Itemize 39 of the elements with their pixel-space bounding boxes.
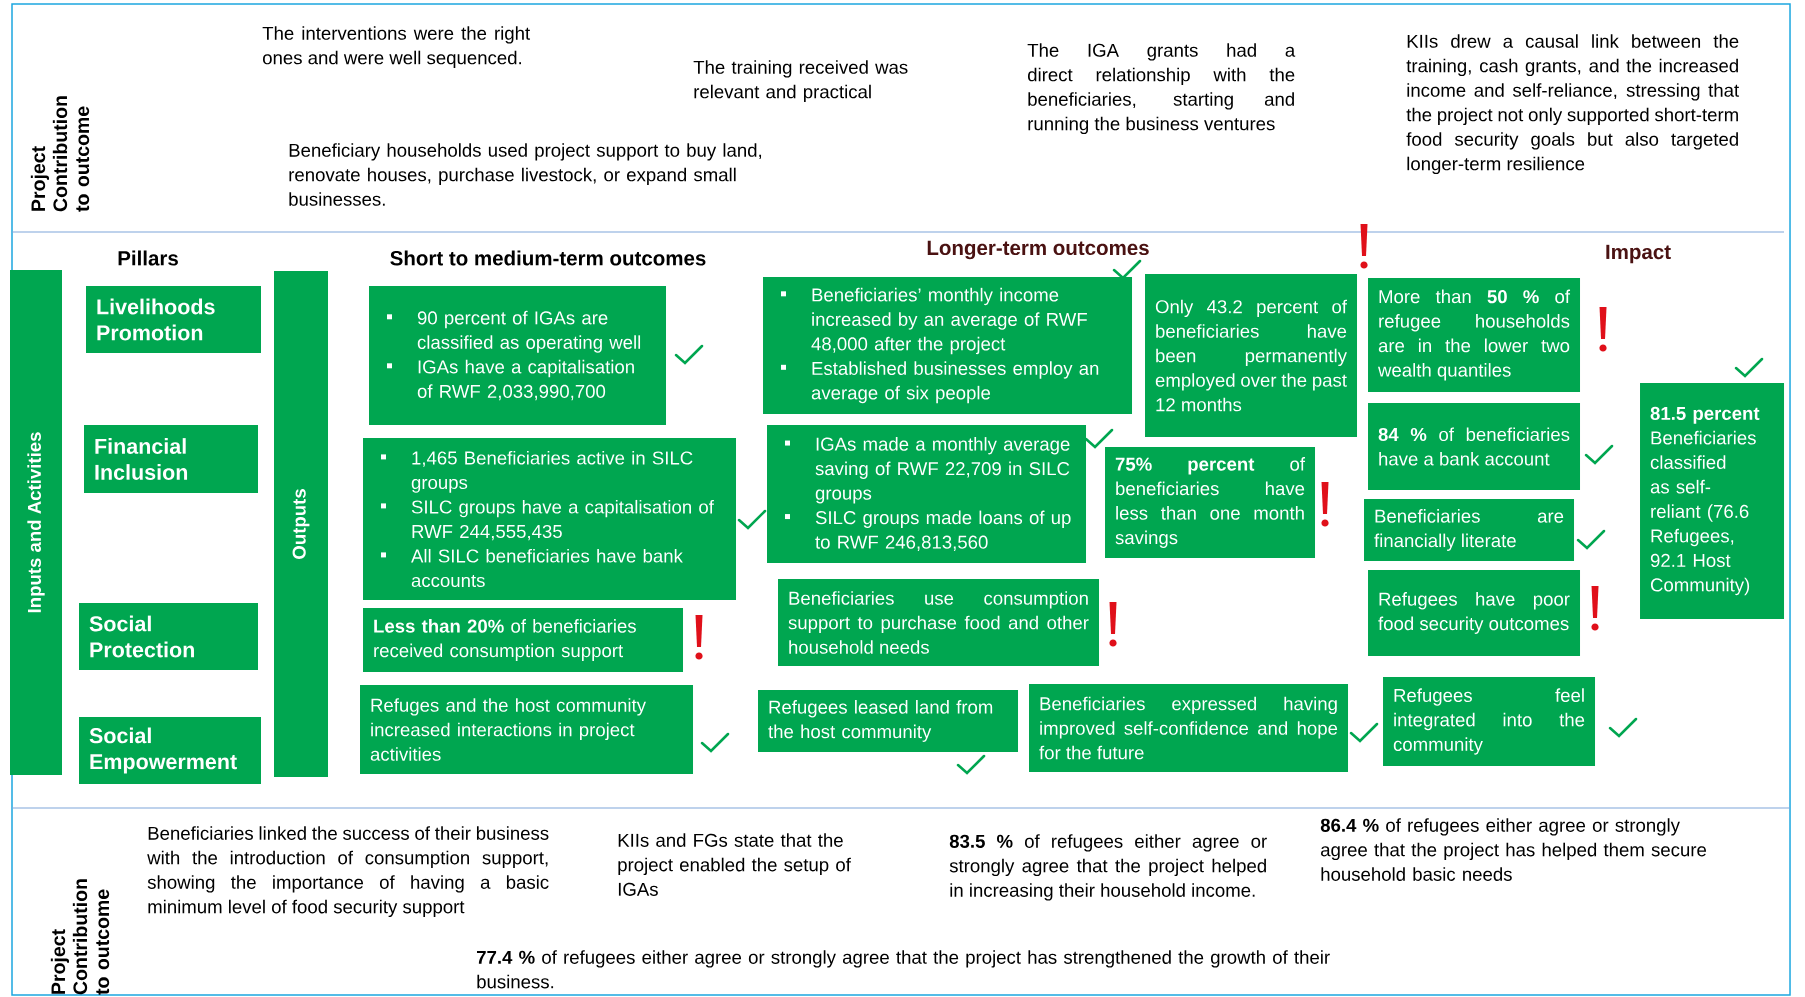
outcome-box: Refugees have poor food security outcomes bbox=[1368, 570, 1580, 656]
pillar-box: Social Protection bbox=[79, 603, 258, 670]
outcome-box: IGAs made a monthly average saving of RWF 22,709 in SILC groups SILC groups made loans of up to RWF 246,813,560 bbox=[767, 425, 1086, 563]
outcome-box: Only 43.2 percent of beneficiaries have been permanently employed over the past 12 months bbox=[1145, 274, 1357, 437]
outcome-box: Beneficiaries use consumption support to purchase food and other household needs bbox=[778, 579, 1099, 666]
evidence-text: 77.4 % of refugees either agree or strongly agree that the project has strengthened the growth of their business. bbox=[477, 950, 1330, 989]
pillar-box: Livelihoods Promotion bbox=[86, 286, 261, 353]
column-heading: Pillars bbox=[118, 250, 178, 266]
outcome-box: 75% percent of beneficiaries have less than one month savings bbox=[1105, 447, 1315, 558]
outcome-box: 1,465 Beneficiaries active in SILC groups SILC groups have a capitalisation of RWF 244,555,435 All SILC beneficiaries have bank accounts bbox=[363, 438, 736, 600]
outcome-box: 90 percent of IGAs are classified as operating well IGAs have a capitalisation of RWF 2,033,990,700 bbox=[369, 286, 666, 425]
column-heading: Longer-term outcomes bbox=[927, 240, 1149, 260]
outcome-box: 84 % of beneficiaries have a bank account bbox=[1368, 403, 1580, 490]
column-heading: Short to medium-term outcomes bbox=[390, 250, 706, 266]
evidence-text: Beneficiaries linked the success of their business with the introduction of consumption support, showing the importance of having a basic minimum level of food security support bbox=[147, 826, 549, 918]
evidence-text: Beneficiary households used project support to buy land, renovate houses, purchase livestock, or expand small businesses. bbox=[289, 143, 762, 206]
outcome-box: Beneficiaries expressed having improved self-confidence and hope for the future bbox=[1029, 684, 1348, 772]
evidence-text: 83.5 % of refugees either agree or strongly agree that the project helped in increasing their household income. bbox=[949, 834, 1267, 901]
outcome-box: Refuges and the host community increased interactions in project activities bbox=[360, 685, 693, 774]
evidence-text: The interventions were the right ones and were well sequenced. bbox=[262, 26, 530, 69]
evidence-text: KIIs and FGs state that the project enabled the setup of IGAs bbox=[618, 833, 851, 896]
outcome-box: More than 50 % of refugee households are in the lower two wealth quantiles bbox=[1368, 278, 1580, 392]
evidence-text: The IGA grants had a direct relationship with the beneficiaries, starting and running the business ventures bbox=[1027, 43, 1296, 135]
evidence-text: 86.4 % of refugees either agree or strongly agree that the project has helped them secure household basic needs bbox=[1320, 818, 1707, 881]
pillar-box: Financial Inclusion bbox=[84, 425, 258, 493]
band-label: Project Contribution to outcome bbox=[50, 879, 110, 995]
band-label: Project Contribution to outcome bbox=[30, 96, 90, 212]
outcome-box: Less than 20% of beneficiaries received consumption support bbox=[363, 608, 683, 672]
outcome-box: Refugees leased land from the host community bbox=[758, 690, 1018, 752]
evidence-text: The training received was relevant and practical bbox=[693, 60, 908, 103]
outcome-box: 81.5 percent Beneficiaries classified as self-reliant (76.6 Refugees, 92.1 Host Community) bbox=[1640, 383, 1784, 619]
outcome-box: Beneficiaries’ monthly income increased by an average of RWF 48,000 after the project Established businesses employ an average of six people bbox=[763, 277, 1132, 414]
side-bar: Outputs bbox=[274, 271, 328, 777]
outcome-box: Beneficiaries are financially literate bbox=[1364, 499, 1574, 561]
column-heading: Impact bbox=[1606, 244, 1671, 264]
side-bar: Inputs and Activities bbox=[10, 270, 62, 775]
pillar-box: Social Empowerment bbox=[79, 717, 261, 784]
evidence-text: KIIs drew a causal link between the training, cash grants, and the increased income and self-reliance, stressing that the project not only supported short-term food security goals but also targeted longer-term resilience bbox=[1406, 34, 1739, 175]
outcome-box: Refugees feel integrated into the community bbox=[1383, 677, 1595, 766]
